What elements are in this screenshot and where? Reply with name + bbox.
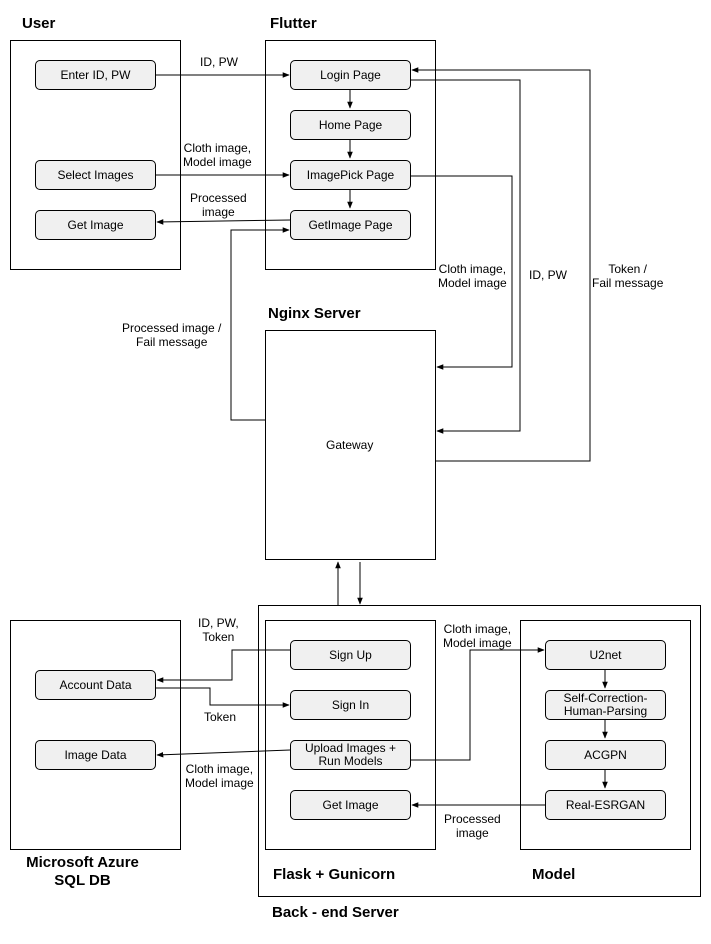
- real-esrgan-node: Real-ESRGAN: [545, 790, 666, 820]
- flask-title: Flask + Gunicorn: [273, 866, 396, 883]
- model-title: Model: [532, 866, 576, 883]
- label-token-fail: Token / Fail message: [592, 262, 664, 290]
- acgpn-node: ACGPN: [545, 740, 666, 770]
- label-cloth-model-nginx: Cloth image, Model image: [438, 262, 507, 290]
- image-data-node: Image Data: [35, 740, 156, 770]
- imagepick-page-node: ImagePick Page: [290, 160, 411, 190]
- azure-container: [10, 620, 181, 850]
- label-cloth-model-user: Cloth image, Model image: [183, 141, 252, 169]
- account-data-node: Account Data: [35, 670, 156, 700]
- label-processed-user: Processed image: [190, 191, 247, 219]
- label-processed-flask: Processed image: [444, 812, 501, 840]
- label-id-pw-top: ID, PW: [200, 55, 238, 69]
- nginx-container: [265, 330, 436, 560]
- label-cloth-model-model: Cloth image, Model image: [443, 622, 512, 650]
- sign-up-node: Sign Up: [290, 640, 411, 670]
- user-title: User: [22, 15, 56, 32]
- nginx-title: Nginx Server: [268, 305, 361, 322]
- schp-node: Self-Correction- Human-Parsing: [545, 690, 666, 720]
- select-images-node: Select Images: [35, 160, 156, 190]
- getimage-page-node: GetImage Page: [290, 210, 411, 240]
- backend-title: Back - end Server: [272, 904, 399, 921]
- gateway-label: Gateway: [326, 438, 374, 452]
- azure-title: Microsoft Azure SQL DB: [26, 854, 139, 889]
- label-id-pw-right: ID, PW: [529, 268, 567, 282]
- login-page-node: Login Page: [290, 60, 411, 90]
- label-processed-fail: Processed image / Fail message: [122, 321, 222, 349]
- get-image-user-node: Get Image: [35, 210, 156, 240]
- enter-id-pw-node: Enter ID, PW: [35, 60, 156, 90]
- upload-run-models-node: Upload Images + Run Models: [290, 740, 411, 770]
- label-token: Token: [204, 710, 237, 724]
- home-page-node: Home Page: [290, 110, 411, 140]
- sign-in-node: Sign In: [290, 690, 411, 720]
- label-cloth-model-db: Cloth image, Model image: [185, 762, 254, 790]
- u2net-node: U2net: [545, 640, 666, 670]
- get-image-flask-node: Get Image: [290, 790, 411, 820]
- label-id-pw-token: ID, PW, Token: [198, 616, 239, 644]
- flutter-title: Flutter: [270, 15, 317, 32]
